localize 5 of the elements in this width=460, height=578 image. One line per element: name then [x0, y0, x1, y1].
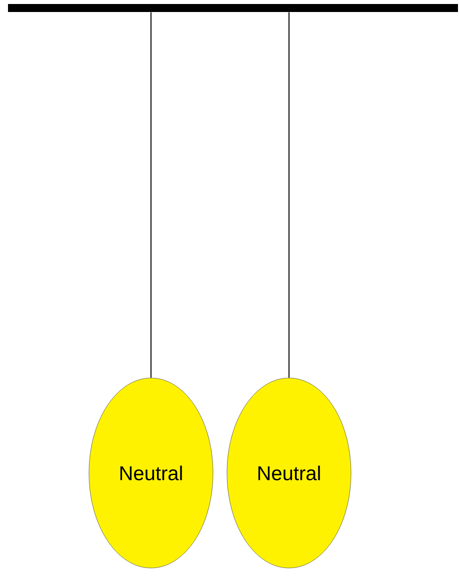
string [288, 12, 290, 378]
balloon: Neutral [226, 378, 352, 568]
rod-bar [8, 4, 458, 12]
string [150, 12, 152, 378]
balloon: Neutral [88, 378, 214, 568]
